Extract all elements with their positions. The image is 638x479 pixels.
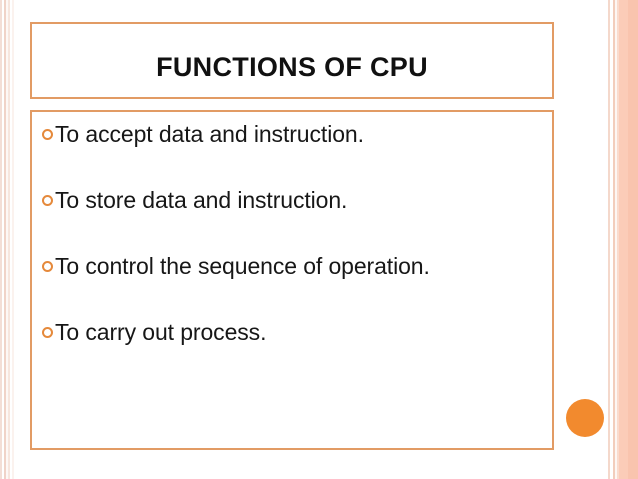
list-item: To accept data and instruction. [42,120,542,148]
bullet-ring-icon [42,261,53,273]
bullet-ring-icon [42,129,53,140]
right-edge-stripes [606,0,638,479]
slide-content-box: To accept data and instruction. To store… [30,110,554,450]
functions-bullet-list: To accept data and instruction. To store… [42,120,542,346]
list-item: To carry out process. [42,318,542,346]
page-title: FUNCTIONS OF CPU [156,52,428,82]
list-item: To control the sequence of operation. [42,252,542,280]
list-item: To store data and instruction. [42,186,542,214]
list-item-label: To accept data and instruction. [55,121,364,147]
list-item-label: To store data and instruction. [55,187,348,214]
slide-title-box: FUNCTIONS OF CPU [30,22,554,99]
left-edge-stripes [0,0,16,479]
list-item-label: To carry out process. [55,319,267,346]
bullet-ring-icon [42,327,53,339]
list-item-label: To control the sequence of operation. [55,253,430,280]
orange-circle-decoration [566,399,604,437]
bullet-ring-icon [42,195,53,207]
